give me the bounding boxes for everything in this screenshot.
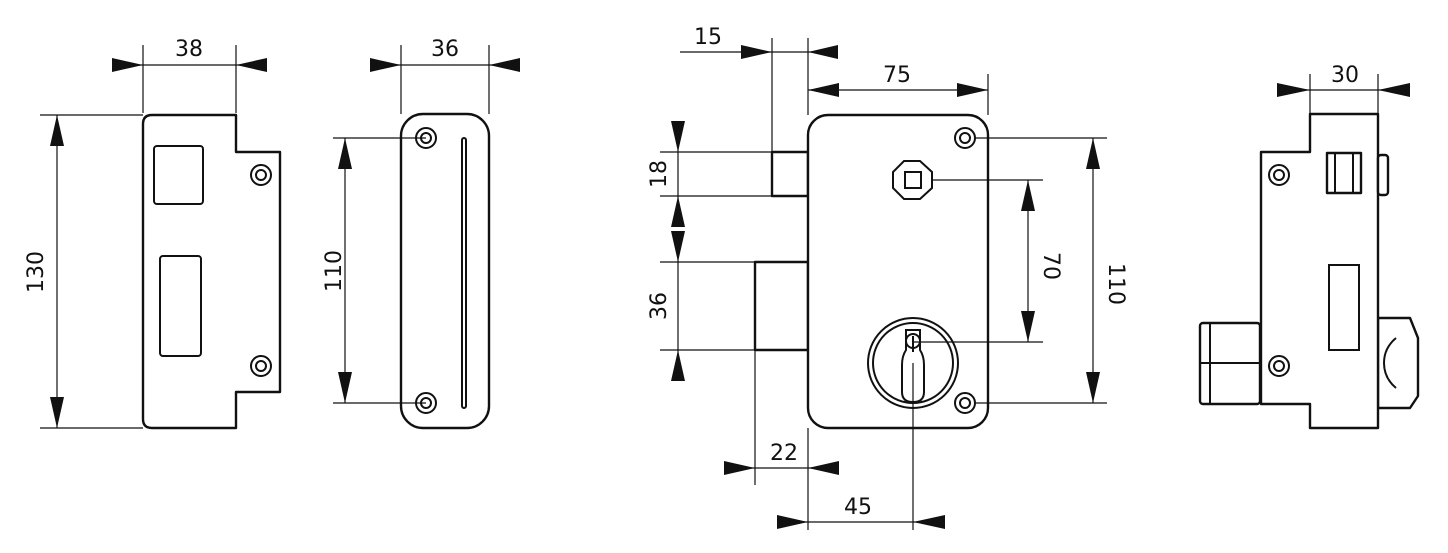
strike-plate-front-view: 38 130 (24, 37, 282, 430)
dimension-spindle-to-cylinder: 70 (913, 179, 1063, 343)
side-width-label: 36 (431, 37, 459, 62)
spindle-hub (892, 160, 933, 200)
dimension-body-width: 75 (808, 63, 989, 115)
dimension-strike-width: 38 (112, 37, 267, 113)
latch-bolt (770, 150, 810, 198)
dimension-side-width: 36 (370, 37, 520, 114)
screw-hole-bottom (1268, 355, 1290, 377)
dimension-bolt-height: 36 (647, 231, 755, 381)
screw-hole-bottom (250, 355, 272, 377)
dimension-bolt-throw: 22 (724, 350, 839, 530)
dimension-cylinder-offset: 45 (777, 363, 945, 530)
latch-opening (153, 145, 204, 205)
dead-bolt (753, 260, 810, 352)
bolt-opening (159, 255, 202, 357)
strike-plate-side-view: 36 110 (322, 37, 520, 430)
bolt-height-label: 36 (647, 292, 672, 320)
side-body-width-label: 30 (1331, 63, 1359, 88)
dimension-body-hole-spacing: 110 (975, 137, 1128, 404)
body-width-label: 75 (883, 63, 911, 88)
strike-side-outline (399, 112, 491, 430)
strike-side-slot (461, 137, 467, 409)
dimension-strike-height: 130 (24, 114, 143, 429)
strike-plate-outline (141, 113, 282, 430)
cylinder-offset-label: 45 (844, 495, 872, 520)
bolt-throw-label: 22 (770, 441, 798, 466)
side-bolt-window (1328, 264, 1360, 351)
backset-label: 15 (694, 25, 722, 50)
dimension-side-body-width: 30 (1277, 63, 1410, 114)
strike-width-label: 38 (175, 37, 203, 62)
dimension-backset: 15 (680, 25, 838, 152)
side-hole-spacing-label: 110 (322, 250, 347, 292)
lock-body-front-view: 15 75 18 36 (647, 25, 1128, 530)
screw-hole-top (1268, 164, 1290, 186)
latch-side-profile (1325, 151, 1390, 197)
dimension-latch-height: 18 (647, 121, 772, 227)
strike-height-label: 130 (24, 251, 49, 293)
lock-body-outline (806, 113, 990, 430)
lock-body-side-view: 30 (1198, 63, 1420, 430)
dimension-side-hole-spacing: 110 (322, 137, 426, 404)
body-hole-spacing-label: 110 (1103, 263, 1128, 305)
screw-hole-top (250, 164, 272, 186)
latch-height-label: 18 (647, 160, 672, 188)
spindle-to-cylinder-label: 70 (1038, 252, 1063, 280)
